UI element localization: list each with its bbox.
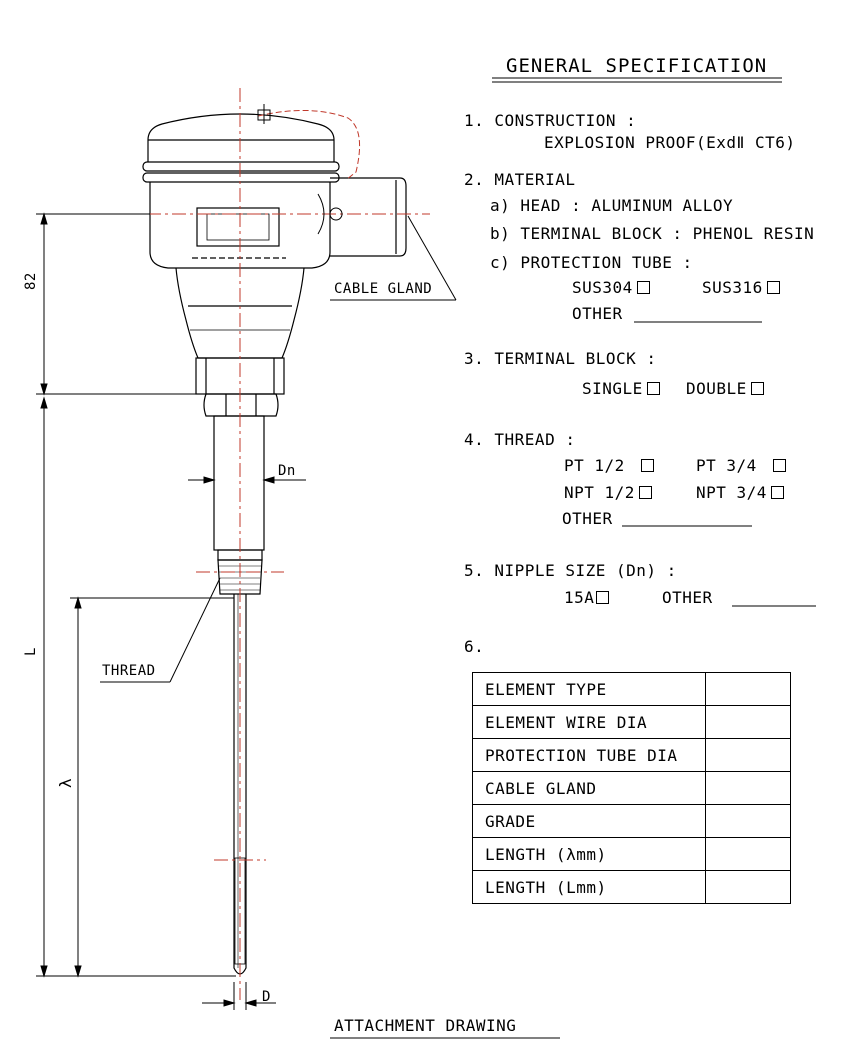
terminal-block-heading: 3. TERMINAL BLOCK : xyxy=(464,349,657,368)
table-cell-value[interactable] xyxy=(705,672,791,706)
pt34-checkbox[interactable] xyxy=(772,459,786,472)
spec-table: ELEMENT TYPE ELEMENT WIRE DIA PROTECTION… xyxy=(472,672,791,904)
material-heading: 2. MATERIAL xyxy=(464,170,576,189)
table-row: CABLE GLAND xyxy=(472,771,791,805)
table-cell-value[interactable] xyxy=(705,804,791,838)
15a-checkbox[interactable] xyxy=(596,591,610,604)
table-row: PROTECTION TUBE DIA xyxy=(472,738,791,772)
option-npt12[interactable]: NPT 1/2 xyxy=(564,485,652,501)
construction-value: EXPLOSION PROOF(ExdⅡ CT6) xyxy=(544,133,796,152)
dim-Dn-label: Dn xyxy=(278,463,296,479)
hex-nut xyxy=(203,393,279,417)
table-cell-label: GRADE xyxy=(472,804,706,838)
material-protection-tube: c) PROTECTION TUBE : xyxy=(490,253,693,272)
table-row: ELEMENT TYPE xyxy=(472,672,791,706)
drawing-caption: ATTACHMENT DRAWING xyxy=(334,1016,517,1035)
table-row: ELEMENT WIRE DIA xyxy=(472,705,791,739)
table-row: GRADE xyxy=(472,804,791,838)
earth-wire xyxy=(257,110,361,181)
material-head: a) HEAD : ALUMINUM ALLOY xyxy=(490,196,734,215)
cap-ring-1 xyxy=(142,161,340,172)
material-other-label: OTHER xyxy=(572,304,623,323)
table-row: LENGTH (λmm) xyxy=(472,837,791,871)
spec-title: GENERAL SPECIFICATION xyxy=(506,55,768,77)
double-checkbox[interactable] xyxy=(750,382,764,395)
table-cell-value[interactable] xyxy=(705,870,791,904)
option-sus316[interactable]: SUS316 xyxy=(702,280,780,296)
option-pt34[interactable]: PT 3/4 xyxy=(696,458,786,474)
table-cell-value[interactable] xyxy=(705,771,791,805)
table-cell-label: ELEMENT WIRE DIA xyxy=(472,705,706,739)
option-sus304[interactable]: SUS304 xyxy=(572,280,650,296)
single-checkbox[interactable] xyxy=(646,382,660,395)
sus316-checkbox[interactable] xyxy=(766,281,780,294)
table-cell-value[interactable] xyxy=(705,738,791,772)
thread xyxy=(217,559,263,595)
table-row: LENGTH (Lmm) xyxy=(472,870,791,904)
nipple xyxy=(213,415,265,551)
construction-heading: 1. CONSTRUCTION : xyxy=(464,111,637,130)
sus304-checkbox[interactable] xyxy=(636,281,650,294)
thread-other-label: OTHER xyxy=(562,509,613,528)
table-cell-label: ELEMENT TYPE xyxy=(472,672,706,706)
cap-ring-2 xyxy=(142,172,340,183)
npt34-checkbox[interactable] xyxy=(770,486,784,499)
head-cap xyxy=(147,113,335,162)
item-6-label: 6. xyxy=(464,637,485,656)
npt12-checkbox[interactable] xyxy=(638,486,652,499)
nameplate xyxy=(196,207,280,247)
gland-boss xyxy=(330,177,407,257)
dim-D-label: D xyxy=(262,989,271,1005)
thread-heading: 4. THREAD : xyxy=(464,430,576,449)
table-cell-value[interactable] xyxy=(705,705,791,739)
table-cell-label: CABLE GLAND xyxy=(472,771,706,805)
thread-label: THREAD xyxy=(102,663,156,679)
table-cell-value[interactable] xyxy=(705,837,791,871)
cable-gland-label: CABLE GLAND xyxy=(334,281,433,297)
option-npt34[interactable]: NPT 3/4 xyxy=(696,485,784,501)
material-terminal-block: b) TERMINAL BLOCK : PHENOL RESIN xyxy=(490,224,815,243)
table-cell-label: PROTECTION TUBE DIA xyxy=(472,738,706,772)
dim-lambda-label: λ xyxy=(56,777,75,788)
table-cell-label: LENGTH (λmm) xyxy=(472,837,706,871)
option-15a[interactable]: 15A xyxy=(564,590,610,606)
table-cell-label: LENGTH (Lmm) xyxy=(472,870,706,904)
pt12-checkbox[interactable] xyxy=(640,459,654,472)
dim-82-label: 82 xyxy=(23,272,39,290)
nipple-other-label: OTHER xyxy=(662,588,713,607)
option-single[interactable]: SINGLE xyxy=(582,381,660,397)
nipple-heading: 5. NIPPLE SIZE (Dn) : xyxy=(464,561,677,580)
dim-L-label: L xyxy=(23,647,39,656)
option-double[interactable]: DOUBLE xyxy=(686,381,764,397)
option-pt12[interactable]: PT 1/2 xyxy=(564,458,654,474)
